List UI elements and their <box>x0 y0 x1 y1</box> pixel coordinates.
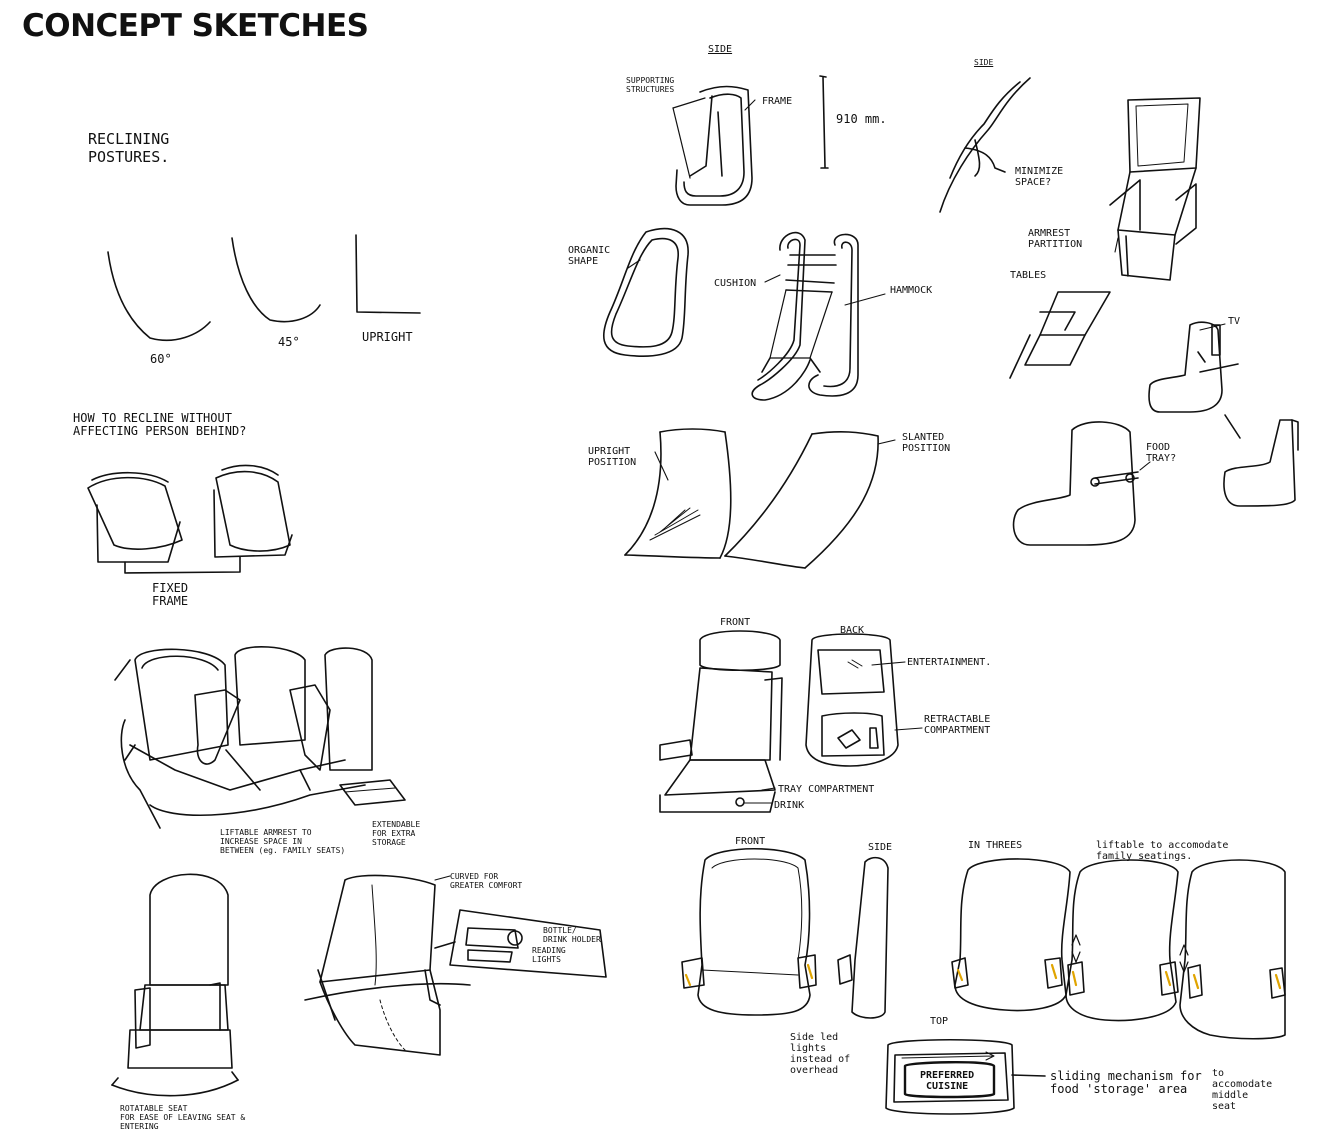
upright-label: UPRIGHT <box>362 331 413 344</box>
organic-shape-label: ORGANIC SHAPE <box>568 245 610 267</box>
final-side-label: SIDE <box>868 842 892 853</box>
rotatable-seat-sketch <box>112 874 238 1095</box>
organic-shape-sketch <box>604 229 688 356</box>
tray-compartment-label: TRAY COMPARTMENT <box>778 784 874 795</box>
angle-60-label: 60° <box>150 353 172 366</box>
seat-row-sketch <box>115 647 405 828</box>
leader-lines <box>435 100 1225 880</box>
supporting-structures-label: SUPPORTING STRUCTURES <box>626 76 674 94</box>
final-threes-sketch <box>952 859 1285 1039</box>
reclining-heading: RECLINING POSTURES. <box>88 130 169 166</box>
back-seat-sketch <box>806 634 898 766</box>
front-label: FRONT <box>720 617 750 628</box>
entertainment-label: ENTERTAINMENT. <box>907 657 991 668</box>
preferred-cuisine-label: PREFERRED CUISINE <box>920 1070 974 1092</box>
tables-label: TABLES <box>1010 270 1046 281</box>
front-seat-sketch <box>660 631 782 812</box>
posture-upright-sketch <box>356 235 420 313</box>
slanted-position-sketch <box>725 432 878 568</box>
posture-60-sketch <box>108 252 210 340</box>
hammock-sketch <box>752 233 858 400</box>
cushion-label: CUSHION <box>714 278 756 289</box>
rotatable-seat-label: ROTATABLE SEAT FOR EASE OF LEAVING SEAT … <box>120 1104 245 1131</box>
in-threes-label: IN THREES <box>968 840 1022 851</box>
final-side-seat-sketch <box>838 858 888 1018</box>
sliding-mechanism-label: sliding mechanism for food 'storage' are… <box>1050 1070 1202 1096</box>
posture-45-sketch <box>232 238 320 322</box>
liftable-family-label: liftable to accomodate family seatings. <box>1096 840 1228 862</box>
minimize-space-label: MINIMIZE SPACE? <box>1015 166 1063 188</box>
frame-side-label: SIDE <box>708 44 732 55</box>
side-minimal-sketch <box>940 78 1030 212</box>
retractable-compartment-label: RETRACTABLE COMPARTMENT <box>924 714 990 736</box>
armrest-partition-sketch <box>1110 98 1200 280</box>
final-front-label: FRONT <box>735 836 765 847</box>
middle-seat-label: to accomodate middle seat <box>1212 1068 1272 1112</box>
led-highlights <box>686 965 1280 988</box>
angle-45-label: 45° <box>278 336 300 349</box>
upright-position-sketch <box>625 429 731 558</box>
fixed-frame-label: FIXED FRAME <box>152 582 188 608</box>
frame-side-sketch <box>673 76 828 205</box>
extendable-storage-label: EXTENDABLE FOR EXTRA STORAGE <box>372 820 420 847</box>
slanted-position-label: SLANTED POSITION <box>902 432 950 454</box>
height-label: 910 mm. <box>836 113 887 126</box>
food-tray-seat-sketch <box>1014 422 1138 545</box>
upright-position-label: UPRIGHT POSITION <box>588 446 636 468</box>
recline-question: HOW TO RECLINE WITHOUT AFFECTING PERSON … <box>73 412 246 438</box>
drink-label: DRINK <box>774 800 804 811</box>
back-label: BACK <box>840 625 864 636</box>
frame-label: FRAME <box>762 96 792 107</box>
tv-label: TV <box>1228 316 1240 327</box>
liftable-armrest-label: LIFTABLE ARMREST TO INCREASE SPACE IN BE… <box>220 828 345 855</box>
fixed-frame-sketch <box>88 465 292 573</box>
led-lights-label: Side led lights instead of overhead <box>790 1032 850 1076</box>
armrest-partition-label: ARMREST PARTITION <box>1028 228 1082 250</box>
final-front-seat-sketch <box>682 849 816 1015</box>
reading-lights-label: READING LIGHTS <box>532 946 566 964</box>
top-label: TOP <box>930 1016 948 1027</box>
side2-label: SIDE <box>974 58 993 67</box>
food-tray-label: FOOD TRAY? <box>1146 442 1176 464</box>
bottle-holder-label: BOTTLE/ DRINK HOLDER <box>543 926 601 944</box>
tables-sketch <box>1010 292 1110 378</box>
tv-seat-sketch <box>1149 322 1298 506</box>
curved-seat-sketch <box>305 875 606 1055</box>
hammock-label: HAMMOCK <box>890 285 932 296</box>
curved-comfort-label: CURVED FOR GREATER COMFORT <box>450 872 522 890</box>
